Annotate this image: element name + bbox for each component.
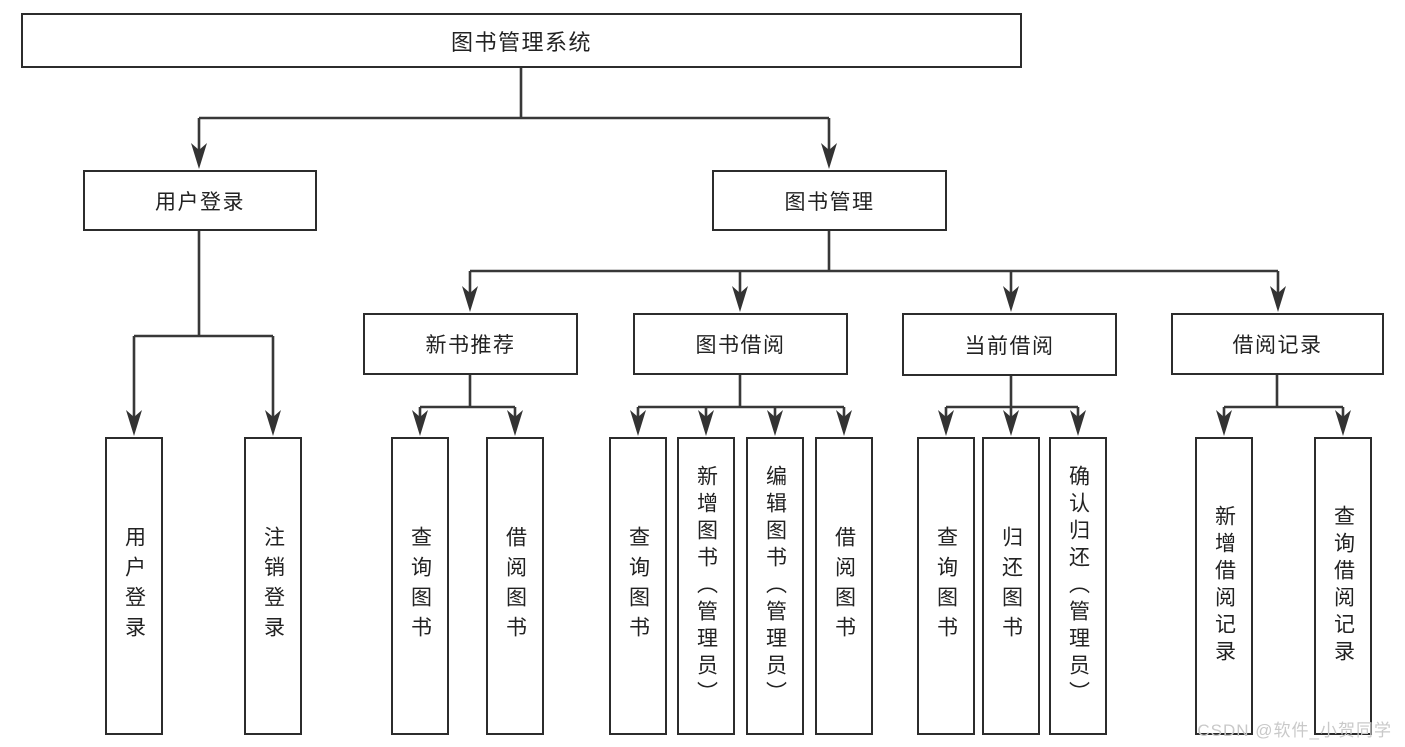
branch-book-borrow xyxy=(636,375,846,419)
branch-borrow-records xyxy=(1222,375,1345,419)
leaf-label: 查询图书 xyxy=(408,526,432,646)
leaf-label: 查询图书 xyxy=(934,526,958,646)
leaf-label: 查询借阅记录 xyxy=(1331,505,1355,667)
leaf-label: 用户登录 xyxy=(122,526,146,646)
leaf-confirm-return-admin: 确认归还（管理员） xyxy=(1049,437,1107,735)
arrowhead-icon xyxy=(1070,410,1086,436)
leaf-query-books-current: 查询图书 xyxy=(917,437,975,735)
leaf-query-books-borrow: 查询图书 xyxy=(609,437,667,735)
leaf-label: 新增借阅记录 xyxy=(1212,505,1236,667)
leaf-query-books-recommend: 查询图书 xyxy=(391,437,449,735)
arrowhead-icon xyxy=(1003,410,1019,436)
leaf-add-books-admin: 新增图书（管理员） xyxy=(677,437,735,735)
leaf-label: 确认归还（管理员） xyxy=(1066,464,1090,708)
leaf-label: 借阅图书 xyxy=(503,526,527,646)
arrowhead-icon xyxy=(836,410,852,436)
arrowhead-icon xyxy=(191,143,207,169)
arrowhead-icon xyxy=(126,410,142,436)
arrowhead-icon xyxy=(698,410,714,436)
arrowhead-icon xyxy=(1335,410,1351,436)
node-book-borrow: 图书借阅 xyxy=(633,313,848,375)
branch-root xyxy=(197,68,831,152)
arrowhead-icon xyxy=(265,410,281,436)
branch-new-book-recommend xyxy=(418,375,517,419)
branch-current-borrow xyxy=(944,376,1080,419)
leaf-return-books: 归还图书 xyxy=(982,437,1040,735)
leaf-label: 新增图书（管理员） xyxy=(694,464,718,708)
node-library-management-system: 图书管理系统 xyxy=(21,13,1022,68)
leaf-label: 注销登录 xyxy=(261,526,285,646)
leaf-query-borrow-record: 查询借阅记录 xyxy=(1314,437,1372,735)
arrowhead-icon xyxy=(1003,286,1019,312)
arrowhead-icon xyxy=(412,410,428,436)
arrowhead-icon xyxy=(1216,410,1232,436)
branch-book-management xyxy=(468,231,1280,295)
node-book-management: 图书管理 xyxy=(712,170,947,231)
leaf-label: 编辑图书（管理员） xyxy=(763,464,787,708)
leaf-label: 借阅图书 xyxy=(832,526,856,646)
arrowhead-icon xyxy=(630,410,646,436)
leaf-add-borrow-record: 新增借阅记录 xyxy=(1195,437,1253,735)
arrowhead-icon xyxy=(767,410,783,436)
leaf-borrow-books-recommend: 借阅图书 xyxy=(486,437,544,735)
arrowhead-icon xyxy=(938,410,954,436)
leaf-logout: 注销登录 xyxy=(244,437,302,735)
node-borrow-records: 借阅记录 xyxy=(1171,313,1384,375)
node-current-borrow: 当前借阅 xyxy=(902,313,1117,376)
arrowhead-icon xyxy=(732,286,748,312)
arrowhead-icon xyxy=(1270,286,1286,312)
leaf-label: 查询图书 xyxy=(626,526,650,646)
leaf-borrow-books: 借阅图书 xyxy=(815,437,873,735)
leaf-edit-books-admin: 编辑图书（管理员） xyxy=(746,437,804,735)
branch-user-login xyxy=(132,231,275,419)
arrowhead-icon xyxy=(462,286,478,312)
leaf-user-login: 用户登录 xyxy=(105,437,163,735)
node-user-login: 用户登录 xyxy=(83,170,317,231)
arrowhead-icon xyxy=(821,143,837,169)
arrowhead-icon xyxy=(507,410,523,436)
leaf-label: 归还图书 xyxy=(999,526,1023,646)
csdn-watermark: CSDN @软件_小贺同学 xyxy=(1197,721,1392,740)
node-new-book-recommend: 新书推荐 xyxy=(363,313,578,375)
